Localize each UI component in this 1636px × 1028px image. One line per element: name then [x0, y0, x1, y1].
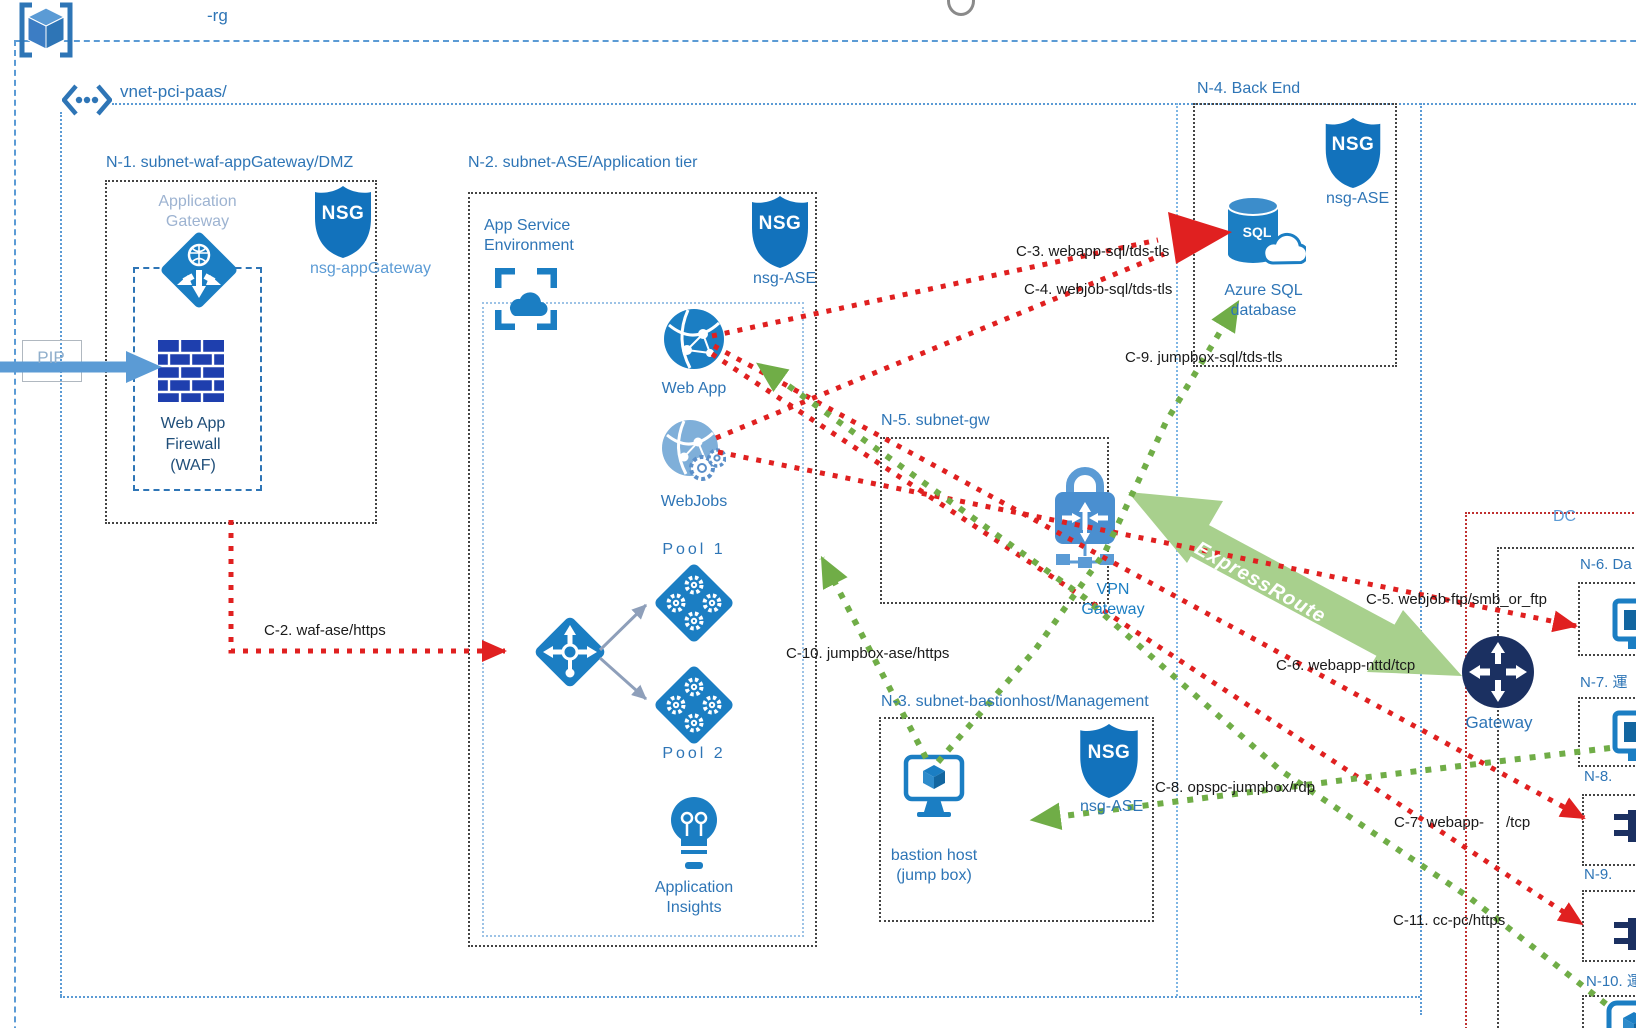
waf-label: Web App Firewall (WAF) — [160, 415, 226, 474]
dc-pc-icon-n7 — [1612, 710, 1636, 761]
web-app-icon — [664, 309, 724, 369]
bastion-label: bastion host (jump box) — [890, 847, 978, 884]
nsg-ase-name-n2: nsg-ASE — [753, 270, 817, 287]
app-insights-label: Application Insights — [654, 879, 734, 916]
sql-text: SQL — [1242, 224, 1272, 240]
n10-title: N-10. 運 — [1586, 973, 1636, 990]
c5-label: C-5. webjob-ftp/smb_or_ftp — [1366, 591, 1547, 608]
c4-label: C-4. webjob-sql/tds-tls — [1024, 281, 1173, 298]
c2-label: C-2. waf-ase/https — [264, 622, 386, 639]
pool1-icon — [655, 564, 733, 642]
web-app-label: Web App — [661, 380, 727, 397]
n8-title: N-8. — [1584, 768, 1613, 785]
n9-title: N-9. — [1584, 866, 1613, 883]
n10-box — [1582, 995, 1636, 1028]
nsg-label-n2: NSG — [758, 213, 802, 234]
nsg-label-n1: NSG — [321, 203, 365, 224]
c6-label: C-6. webapp-nttd/tcp — [1276, 657, 1416, 674]
resource-group-label: -rg — [207, 6, 228, 25]
gateway-router-icon — [1462, 636, 1534, 708]
vnet-icon — [62, 84, 112, 116]
nsg-shield-icon — [1325, 117, 1381, 189]
nsg-ase-name-n3: nsg-ASE — [1080, 798, 1144, 815]
c10-label: C-10. jumpbox-ase/https — [786, 645, 950, 662]
webjobs-icon — [662, 420, 726, 481]
azure-sql-label: Azure SQL database — [1224, 282, 1303, 319]
ase-label: App Service Environment — [484, 217, 574, 254]
app-gateway-icon — [161, 232, 237, 308]
waf-icon — [158, 340, 224, 402]
n4-title: N-4. Back End — [1197, 80, 1301, 97]
app-insights-icon — [671, 797, 717, 869]
vnet-label: vnet-pci-paas/ — [120, 82, 227, 101]
bastion-host-icon — [903, 754, 965, 817]
c8-label: C-8. opspc-jumpbox/rdp — [1155, 779, 1316, 796]
dc-pc-icon-n6 — [1612, 598, 1636, 649]
webjobs-label: WebJobs — [660, 493, 728, 510]
c11-label: C-11. cc-pc/https — [1393, 912, 1506, 929]
pip-box — [22, 340, 82, 382]
app-service-environment-icon — [495, 268, 557, 330]
c7-label-part2: /tcp — [1506, 814, 1531, 831]
nsg-label-n3: NSG — [1087, 742, 1131, 763]
n6-title: N-6. Da — [1580, 556, 1632, 573]
n3-title: N-3. subnet-bastionhost/Management — [881, 693, 1149, 710]
vpn-gateway-icon — [1055, 467, 1115, 568]
load-balancer-icon — [535, 617, 605, 687]
plug-icon-n8 — [1614, 810, 1636, 842]
vnet-top-border — [112, 103, 1636, 105]
pool1-label: Pool 1 — [662, 541, 726, 558]
vnet-left-border — [60, 112, 62, 996]
n5-title: N-5. subnet-gw — [881, 412, 990, 429]
n1-title: N-1. subnet-waf-appGateway/DMZ — [106, 154, 354, 171]
nsg-label-n4: NSG — [1331, 134, 1375, 155]
nsg-appgateway-name: nsg-appGateway — [310, 260, 431, 277]
n2-title: N-2. subnet-ASE/Application tier — [468, 154, 698, 171]
cropped-letter — [947, 0, 975, 16]
gateway-label: Gateway — [1465, 713, 1533, 732]
dc-pc-icon-n10 — [1606, 1000, 1636, 1028]
resource-group-border — [14, 40, 1636, 1028]
c7-label-part1: C-7. webapp- — [1394, 814, 1485, 831]
c3-label: C-3. webapp-sql/tds-tls — [1016, 243, 1170, 260]
n7-title: N-7. 運 — [1580, 674, 1628, 691]
pool2-icon — [655, 666, 733, 744]
vpn-gateway-label: VPN Gateway — [1081, 581, 1145, 618]
vnet-right-border — [1420, 103, 1422, 1015]
pool2-label: Pool 2 — [662, 745, 726, 762]
c9-label: C-9. jumpbox-sql/tds-tls — [1125, 349, 1283, 366]
nsg-ase-name-n4: nsg-ASE — [1326, 190, 1390, 207]
vnet-bottom-border — [60, 996, 1420, 998]
plug-icon-n9 — [1614, 918, 1636, 950]
inner-divider-line — [1176, 103, 1178, 996]
sql-database-icon — [1227, 196, 1306, 265]
app-gateway-label: Application Gateway — [158, 193, 237, 230]
resource-group-icon — [19, 2, 73, 58]
pip-label: PIP — [37, 348, 65, 367]
dc-title: DC — [1553, 508, 1577, 525]
nsg-shield-icon — [315, 186, 371, 258]
